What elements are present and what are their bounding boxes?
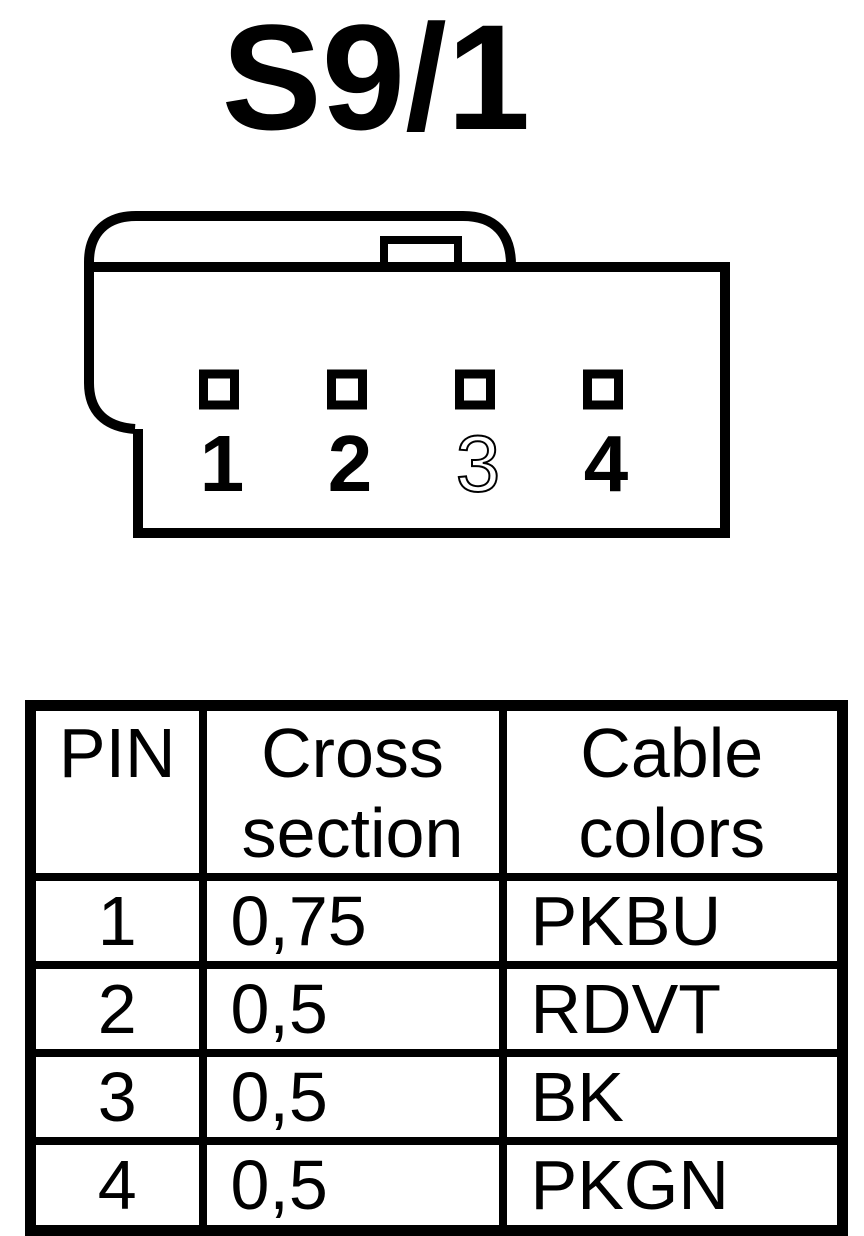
header-cable-colors: Cable colors xyxy=(498,701,847,881)
pin-cell: 3 xyxy=(26,1049,207,1145)
pinout-table: PIN Cross section Cable colors 1 0,75 PK… xyxy=(25,700,848,1236)
table-row: 3 0,5 BK xyxy=(26,1049,847,1145)
pin-4-label: 4 xyxy=(584,419,629,508)
connector-key-tab xyxy=(380,236,462,266)
cross-section-cell: 0,5 xyxy=(198,1137,507,1235)
cable-color-cell: RDVT xyxy=(498,961,847,1057)
pin-1-label: 1 xyxy=(200,419,245,508)
header-cross-section: Cross section xyxy=(198,701,507,881)
table-row: 1 0,75 PKBU xyxy=(26,873,847,969)
cross-section-cell: 0,75 xyxy=(198,873,507,969)
table-row: 4 0,5 PKGN xyxy=(26,1137,847,1235)
connector-body-outline xyxy=(84,262,730,538)
pin-3-label: 3 xyxy=(456,419,501,508)
cable-color-cell: PKBU xyxy=(498,873,847,969)
pin-2-cavity xyxy=(327,369,367,410)
connector-diagram: 1 2 3 4 xyxy=(84,211,730,538)
pin-cell: 2 xyxy=(26,961,207,1057)
connector-shell-outline xyxy=(84,211,516,434)
header-pin: PIN xyxy=(26,701,207,881)
pin-3-cavity xyxy=(455,369,495,410)
cross-section-cell: 0,5 xyxy=(198,1049,507,1145)
table-header-row: PIN Cross section Cable colors xyxy=(26,701,847,881)
cable-color-cell: PKGN xyxy=(498,1137,847,1235)
pin-4-cavity xyxy=(583,369,623,410)
pin-cell: 1 xyxy=(26,873,207,969)
pin-2-label: 2 xyxy=(328,419,373,508)
cable-color-cell: BK xyxy=(498,1049,847,1145)
pin-1-cavity xyxy=(199,369,239,410)
page-title: S9/1 xyxy=(221,0,531,161)
table-row: 2 0,5 RDVT xyxy=(26,961,847,1057)
cross-section-cell: 0,5 xyxy=(198,961,507,1057)
pin-cell: 4 xyxy=(26,1137,207,1235)
